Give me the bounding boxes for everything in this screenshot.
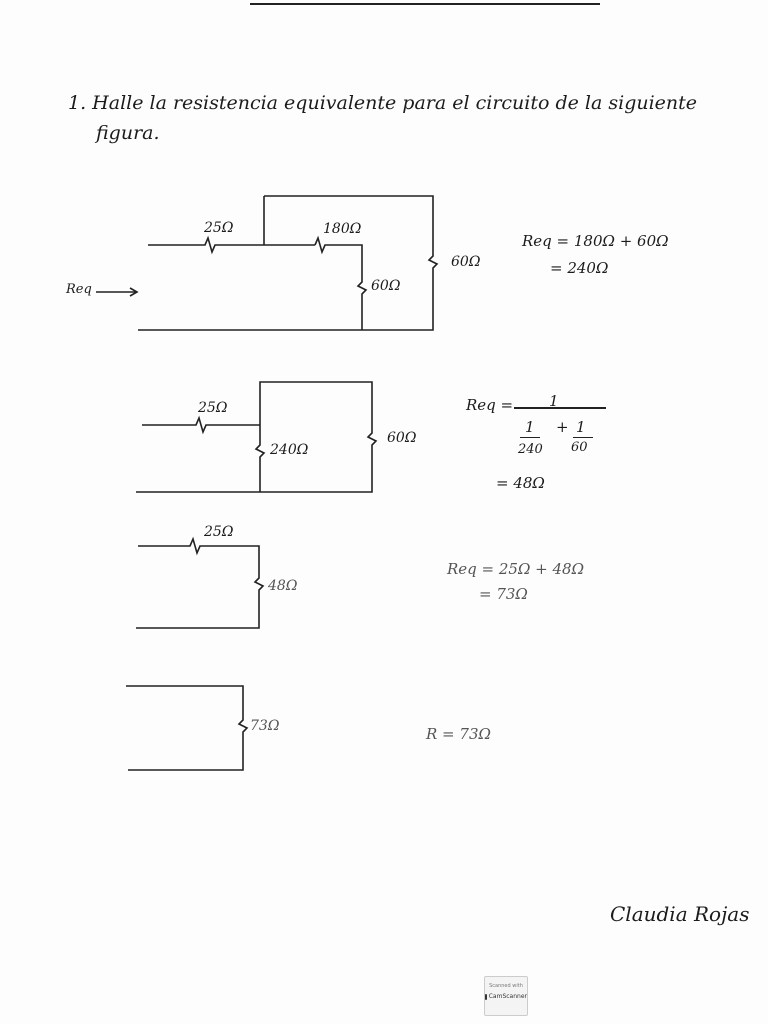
circuit-3 bbox=[136, 536, 265, 629]
c2-top-wire-25 bbox=[142, 415, 260, 435]
c3-label-25: 25Ω bbox=[204, 524, 234, 540]
calc2-term2-num: 1 bbox=[576, 418, 586, 436]
calc2-numerator: 1 bbox=[549, 392, 559, 410]
calc2-lhs: Req = bbox=[466, 396, 514, 414]
c2-label-240: 240Ω bbox=[270, 442, 309, 458]
calc3-line1: Req = 25Ω + 48Ω bbox=[447, 560, 585, 578]
signature: Claudia Rojas bbox=[610, 902, 750, 926]
calc1-line2: = 240Ω bbox=[550, 259, 609, 277]
scanner-badge-line1: Scanned with bbox=[489, 983, 523, 989]
c1-label-180: 180Ω bbox=[323, 221, 362, 237]
scanner-badge-line2: CamScanner bbox=[488, 993, 527, 1000]
calc2-result: = 48Ω bbox=[496, 474, 545, 492]
circuit-2 bbox=[136, 381, 378, 493]
c1-top-wire-25 bbox=[148, 235, 315, 255]
c2-outer bbox=[136, 381, 378, 493]
c1-label-60-inner: 60Ω bbox=[371, 278, 401, 294]
c4-loop bbox=[126, 685, 249, 771]
calc2-term1-num: 1 bbox=[525, 418, 535, 436]
c2-resistor-240 bbox=[254, 425, 266, 492]
calc2-term1-bar bbox=[520, 437, 540, 438]
c2-label-60: 60Ω bbox=[387, 430, 417, 446]
problem-statement-continued: figura. bbox=[96, 122, 160, 144]
calc4-line1: R = 73Ω bbox=[426, 725, 491, 743]
calc2-term1-den: 240 bbox=[518, 442, 543, 457]
c1-label-25: 25Ω bbox=[204, 220, 234, 236]
c4-label-73: 73Ω bbox=[250, 718, 280, 734]
c1-label-60-outer: 60Ω bbox=[451, 254, 481, 270]
c3-label-48: 48Ω bbox=[268, 578, 298, 594]
c1-outer-wire bbox=[138, 195, 439, 331]
calc2-term2-den: 60 bbox=[571, 440, 588, 455]
c1-input-label: Req bbox=[66, 282, 92, 297]
c1-arrowhead bbox=[129, 287, 139, 297]
c3-top-wire-25 bbox=[136, 536, 265, 629]
calc2-term2-bar bbox=[573, 437, 593, 438]
calc1-line1: Req = 180Ω + 60Ω bbox=[522, 232, 669, 250]
calc3-line2: = 73Ω bbox=[479, 585, 528, 603]
calc2-plus: + bbox=[556, 418, 569, 436]
scanner-badge-row: CamScanner bbox=[485, 993, 527, 1000]
calc2-fraction-bar bbox=[514, 407, 606, 409]
circuit-4 bbox=[126, 685, 249, 771]
circuit-1 bbox=[96, 195, 439, 331]
c2-label-25: 25Ω bbox=[198, 400, 228, 416]
problem-statement: 1. Halle la resistencia equivalente para… bbox=[68, 92, 698, 114]
camscanner-badge: Scanned with CamScanner bbox=[484, 976, 528, 1016]
camscanner-logo-icon bbox=[485, 993, 487, 1000]
c1-resistor-180 bbox=[314, 235, 368, 330]
page-top-edge bbox=[250, 3, 600, 5]
